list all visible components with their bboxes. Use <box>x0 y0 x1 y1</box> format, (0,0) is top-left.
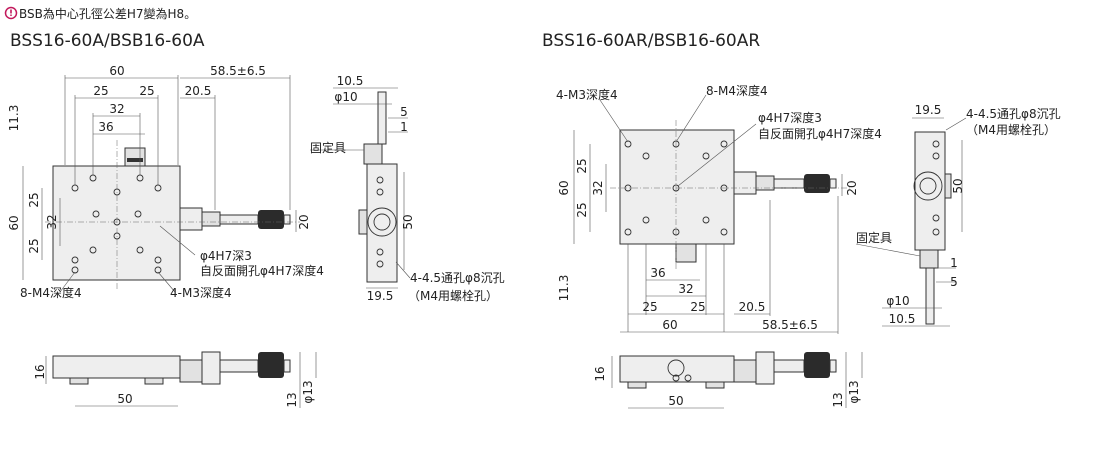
left-front-body <box>52 355 181 379</box>
right-dim-bphi13: φ13 <box>847 380 861 403</box>
right-dim-h25a: 25 <box>575 158 589 173</box>
right-dim-s50: 50 <box>951 178 965 193</box>
right-dims-bottom: 36 32 25 25 20.5 60 58.5±6.5 <box>620 196 839 334</box>
right-dim-b50: 50 <box>668 394 683 408</box>
right-dim-w36: 36 <box>650 266 665 280</box>
left-dim-h60: 60 <box>7 215 21 230</box>
right-dim-s10-5: 10.5 <box>889 312 916 326</box>
right-dim-s19-5: 19.5 <box>915 103 942 117</box>
right-dim-h11-3: 11.3 <box>557 275 571 302</box>
right-dim-w58: 58.5±6.5 <box>762 318 818 332</box>
left-dim-s5: 5 <box>400 105 408 119</box>
left-dim-w20-5: 20.5 <box>185 84 212 98</box>
left-label-m4: 8-M4深度4 <box>20 285 82 300</box>
right-side-body <box>914 131 946 251</box>
left-side-fixture <box>363 143 383 165</box>
left-labels: φ4H7深3 自反面開孔φ4H7深度4 8-M4深度4 4-M3深度4 <box>20 225 324 300</box>
right-front-body <box>619 355 735 383</box>
right-label-thru1: 4-4.5通孔φ8沉孔 <box>966 107 1061 121</box>
right-dim-b16: 16 <box>593 366 607 381</box>
right-dim-w25a: 25 <box>642 300 657 314</box>
right-dim-w32: 32 <box>678 282 693 296</box>
left-dim-h20: 20 <box>297 214 311 229</box>
left-micrometer-base <box>179 207 203 231</box>
left-dim-b50: 50 <box>117 392 132 406</box>
right-micrometer-knurl <box>804 174 830 193</box>
left-label-thru2: （M4用螺栓孔） <box>408 288 498 303</box>
left-dim-w25a: 25 <box>93 84 108 98</box>
right-drawing: BSS16-60AR/BSB16-60AR 4-M3深度4 8-M4深度4 φ4… <box>542 31 1061 409</box>
right-side-view: 19.5 4-4.5通孔φ8沉孔 （M4用螺栓孔） 50 固定具 1 5 φ10… <box>855 103 1061 327</box>
right-label-m4: 8-M4深度4 <box>706 83 768 98</box>
left-title: BSS16-60A/BSB16-60A <box>10 31 205 51</box>
warning-icon <box>4 6 18 20</box>
right-dims-side: 60 25 25 32 20 11.3 <box>557 130 859 301</box>
left-dim-h25b: 25 <box>27 238 41 253</box>
right-dim-sphi10: φ10 <box>886 294 909 308</box>
right-dim-h20: 20 <box>845 180 859 195</box>
left-dim-w36: 36 <box>98 120 113 134</box>
right-label-m3: 4-M3深度4 <box>556 87 618 102</box>
left-dim-bphi13: φ13 <box>301 380 315 403</box>
left-label-m3: 4-M3深度4 <box>170 285 232 300</box>
right-label-thru2: （M4用螺栓孔） <box>966 122 1056 137</box>
left-dim-s1: 1 <box>400 120 408 134</box>
left-dim-h25a: 25 <box>27 192 41 207</box>
left-label-thru1: 4-4.5通孔φ8沉孔 <box>410 271 505 285</box>
left-micrometer-knurl <box>258 210 284 229</box>
right-dim-h25b: 25 <box>575 202 589 217</box>
note: BSB為中心孔徑公差H7變為H8。 <box>4 6 196 21</box>
right-dim-w25b: 25 <box>690 300 705 314</box>
right-dim-h60: 60 <box>557 180 571 195</box>
left-dim-w58: 58.5±6.5 <box>210 64 266 78</box>
left-dim-h11-3: 11.3 <box>7 105 21 132</box>
left-stage-top <box>52 165 181 281</box>
left-dim-b13: 13 <box>285 392 299 407</box>
left-fixture-knob <box>124 147 146 167</box>
left-side-view: 10.5 φ10 5 1 固定具 50 19.5 4-4.5通孔φ8沉孔 （M4… <box>310 74 505 303</box>
left-label-phi4: φ4H7深3 <box>200 249 252 263</box>
right-fixture-knob <box>675 243 697 263</box>
left-dims-side: 60 11.3 25 25 32 20 <box>7 105 311 280</box>
right-dim-b13: 13 <box>831 392 845 407</box>
right-label-counterbore: 自反面開孔φ4H7深度4 <box>758 126 882 141</box>
right-dim-s5: 5 <box>950 275 958 289</box>
right-dim-w20-5: 20.5 <box>739 300 766 314</box>
left-label-counterbore: 自反面開孔φ4H7深度4 <box>200 263 324 278</box>
right-labels: 4-M3深度4 8-M4深度4 φ4H7深度3 自反面開孔φ4H7深度4 <box>556 83 882 187</box>
right-title: BSS16-60AR/BSB16-60AR <box>542 31 760 51</box>
right-dim-h32: 32 <box>591 180 605 195</box>
right-dim-w60: 60 <box>662 318 677 332</box>
left-dim-b16: 16 <box>33 364 47 379</box>
right-front-view: 16 50 13 φ13 <box>593 351 863 409</box>
right-dim-s1: 1 <box>950 256 958 270</box>
left-dim-w60: 60 <box>109 64 124 78</box>
note-text: BSB為中心孔徑公差H7變為H8。 <box>19 6 196 21</box>
left-label-fixture: 固定具 <box>310 140 346 155</box>
left-dims-top: 60 58.5±6.5 25 25 20.5 32 36 <box>64 64 291 210</box>
right-label-fixture: 固定具 <box>856 230 892 245</box>
left-dim-h32: 32 <box>45 214 59 229</box>
left-dim-w32: 32 <box>109 102 124 116</box>
right-label-phi4: φ4H7深度3 <box>758 110 822 125</box>
left-drawing: BSS16-60A/BSB16-60A <box>7 31 505 408</box>
left-dim-w25b: 25 <box>139 84 154 98</box>
left-front-view: 16 50 13 φ13 <box>33 351 317 408</box>
left-dim-sphi10: φ10 <box>334 90 357 104</box>
left-dim-s19-5: 19.5 <box>367 289 394 303</box>
left-dim-s50: 50 <box>401 214 415 229</box>
left-dim-s10-5: 10.5 <box>337 74 364 88</box>
